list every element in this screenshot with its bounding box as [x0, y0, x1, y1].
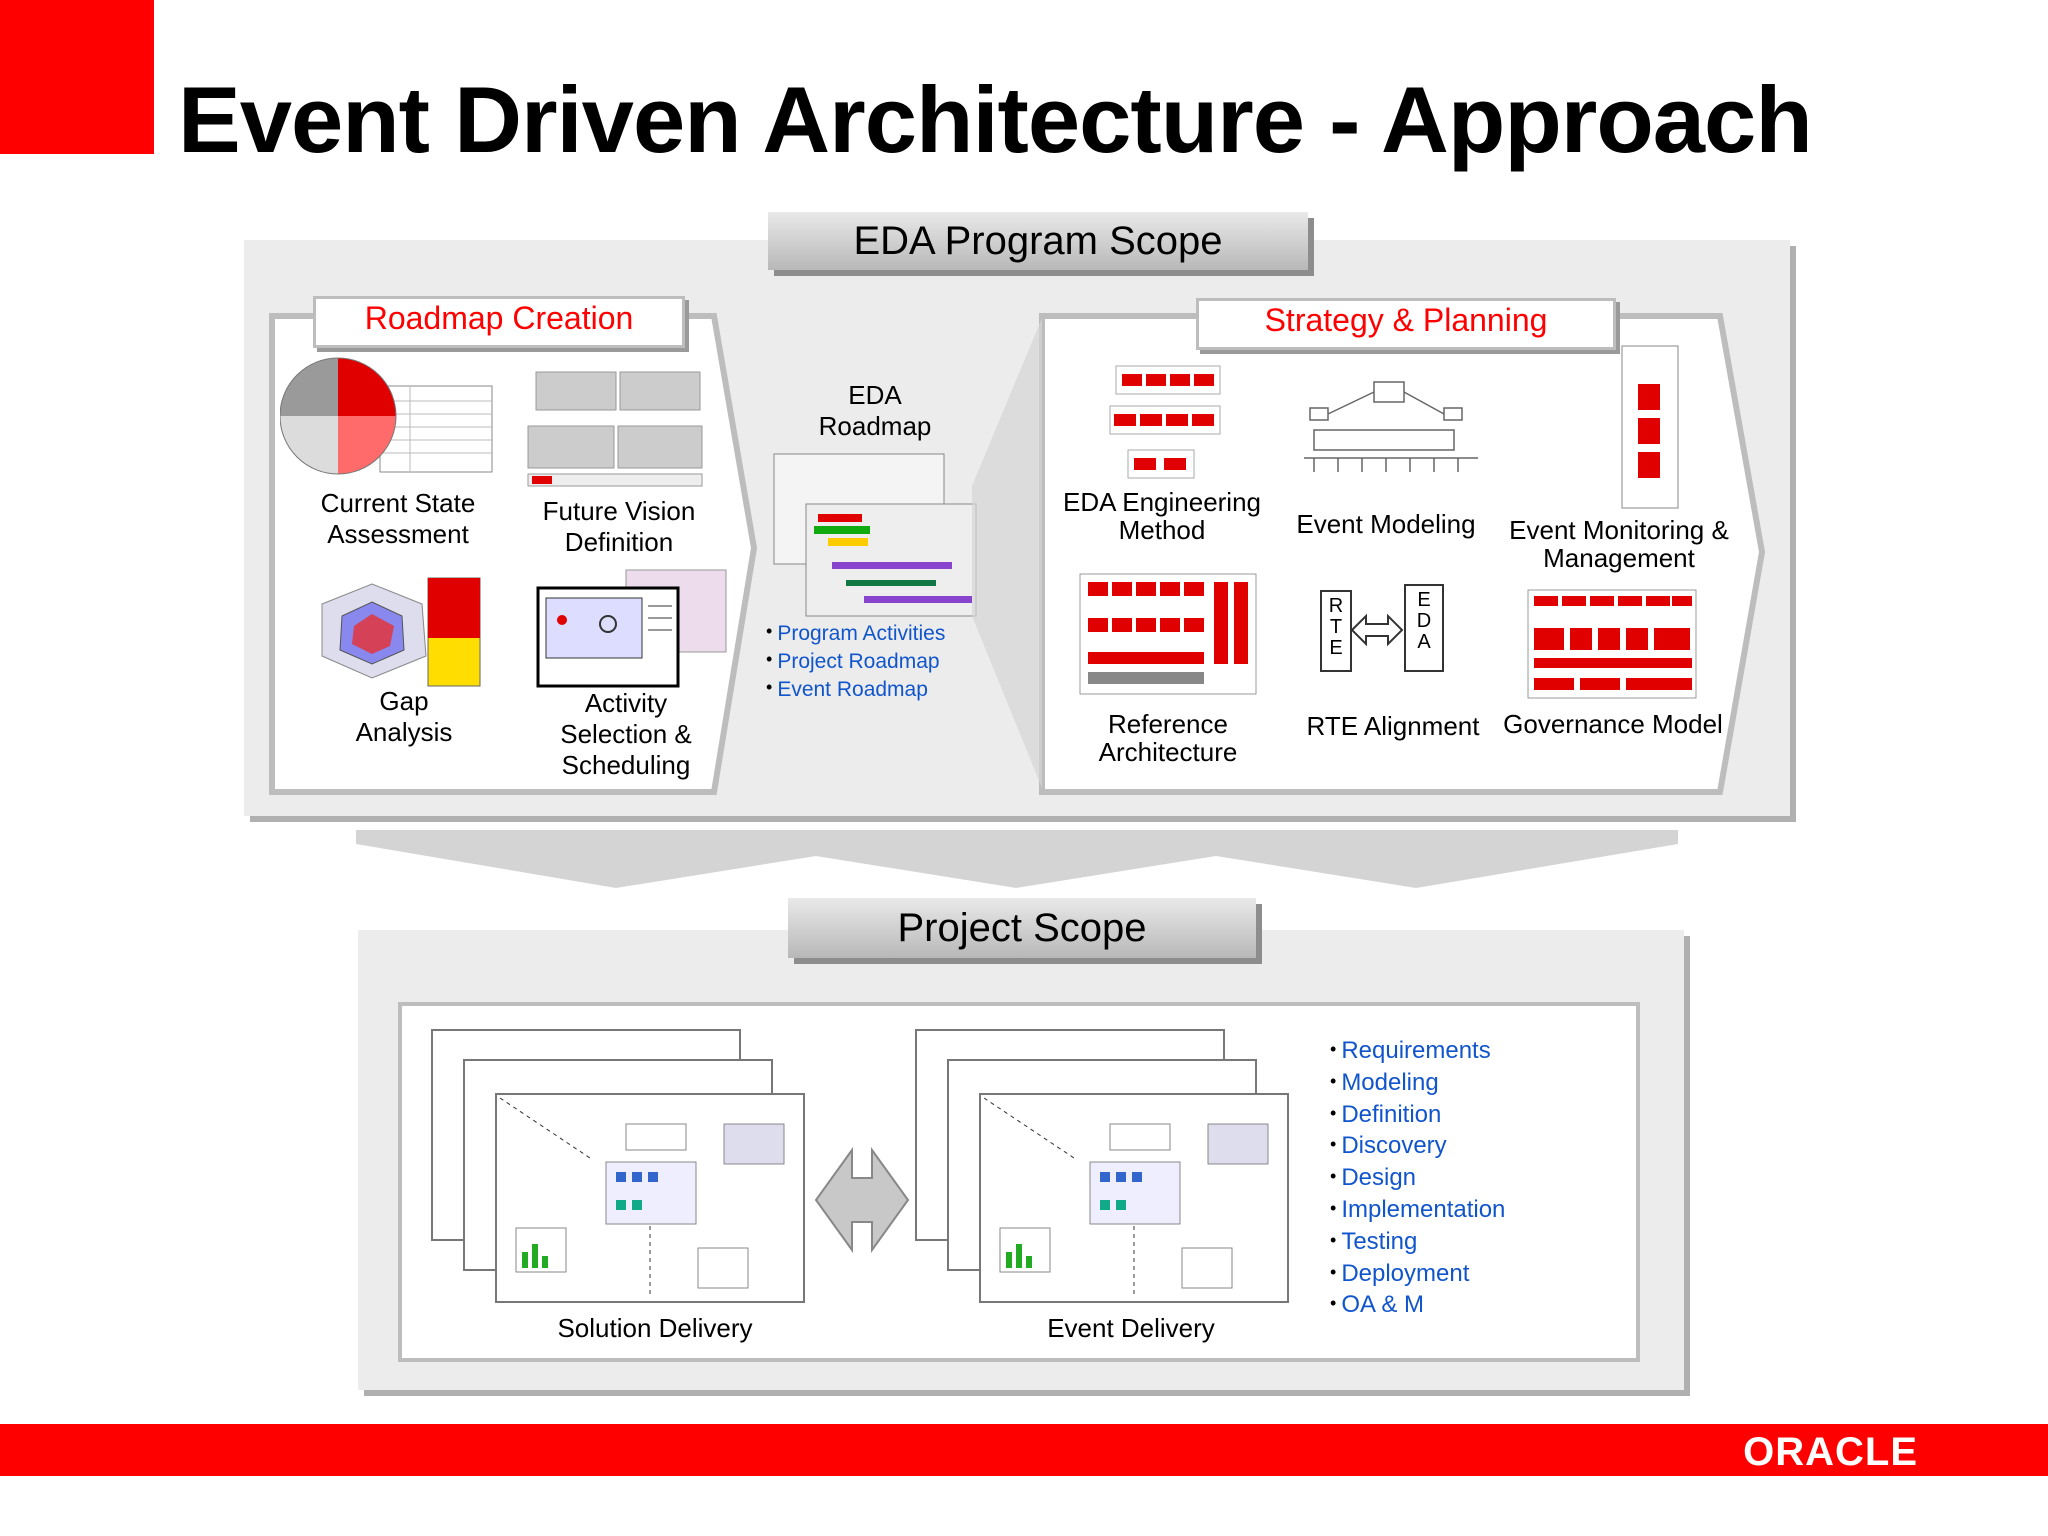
reference-architecture-thumbnail	[1079, 573, 1257, 695]
event-monitoring-thumbnail	[1621, 345, 1679, 509]
rte-eda-double-arrow	[1350, 613, 1404, 647]
solution-delivery-thumbnail	[431, 1029, 805, 1303]
eda-roadmap-bullets: Program Activities Project Roadmap Event…	[766, 620, 945, 704]
delivery-exchange-arrow	[814, 1146, 910, 1254]
page-title: Event Driven Architecture - Approach	[178, 67, 1813, 172]
bullet-discovery: Discovery	[1330, 1131, 1505, 1163]
bullet-requirements: Requirements	[1330, 1036, 1505, 1068]
eda-roadmap-label: EDA Roadmap	[818, 380, 932, 441]
future-vision-thumbnail	[527, 371, 703, 487]
engineering-method-thumbnail	[1109, 365, 1221, 479]
bullet-project-roadmap: Project Roadmap	[766, 648, 945, 676]
bullet-modeling: Modeling	[1330, 1068, 1505, 1100]
rte-box: R T E	[1320, 590, 1352, 672]
event-modeling-label: Event Modeling	[1296, 509, 1476, 539]
footer-bar	[0, 1424, 2048, 1476]
solution-delivery-label: Solution Delivery	[557, 1313, 753, 1343]
project-scope-tab: Project Scope	[788, 898, 1256, 958]
bullet-testing: Testing	[1330, 1227, 1505, 1259]
eda-box: E D A	[1404, 584, 1444, 672]
roadmap-connector-wedge	[972, 318, 1042, 788]
strategy-planning-header: Strategy & Planning	[1196, 298, 1616, 350]
project-scope-bullets: Requirements Modeling Definition Discove…	[1330, 1036, 1505, 1322]
activity-thumbnail	[536, 569, 727, 688]
event-delivery-thumbnail	[915, 1029, 1289, 1303]
bullet-event-roadmap: Event Roadmap	[766, 676, 945, 704]
program-scope-tab: EDA Program Scope	[768, 212, 1308, 270]
engineering-method-label: EDA Engineering Method	[1062, 487, 1262, 545]
bullet-implementation: Implementation	[1330, 1195, 1505, 1227]
bullet-definition: Definition	[1330, 1100, 1505, 1132]
current-state-label: Current State Assessment	[320, 488, 476, 549]
rte-alignment-label: RTE Alignment	[1306, 711, 1480, 741]
gap-analysis-label: Gap Analysis	[355, 686, 453, 747]
bullet-deployment: Deployment	[1330, 1259, 1505, 1291]
event-modeling-thumbnail	[1304, 381, 1478, 472]
current-state-thumbnail	[280, 357, 493, 475]
gap-analysis-thumbnail	[321, 577, 481, 687]
governance-model-label: Governance Model	[1503, 709, 1723, 739]
event-delivery-label: Event Delivery	[1047, 1313, 1215, 1343]
future-vision-label: Future Vision Definition	[542, 496, 696, 557]
activity-label: Activity Selection & Scheduling	[560, 688, 692, 780]
funnel-arrow	[356, 830, 1678, 888]
bullet-program-activities: Program Activities	[766, 620, 945, 648]
oracle-logo: ORACLE	[1743, 1430, 1918, 1474]
event-monitoring-label: Event Monitoring & Management	[1509, 515, 1729, 573]
roadmap-creation-header: Roadmap Creation	[313, 296, 685, 348]
governance-model-thumbnail	[1527, 589, 1697, 699]
reference-architecture-label: Reference Architecture	[1098, 709, 1238, 767]
bullet-design: Design	[1330, 1163, 1505, 1195]
bullet-oam: OA & M	[1330, 1290, 1505, 1322]
brand-block	[0, 0, 154, 154]
eda-roadmap-thumbnail	[773, 453, 977, 617]
